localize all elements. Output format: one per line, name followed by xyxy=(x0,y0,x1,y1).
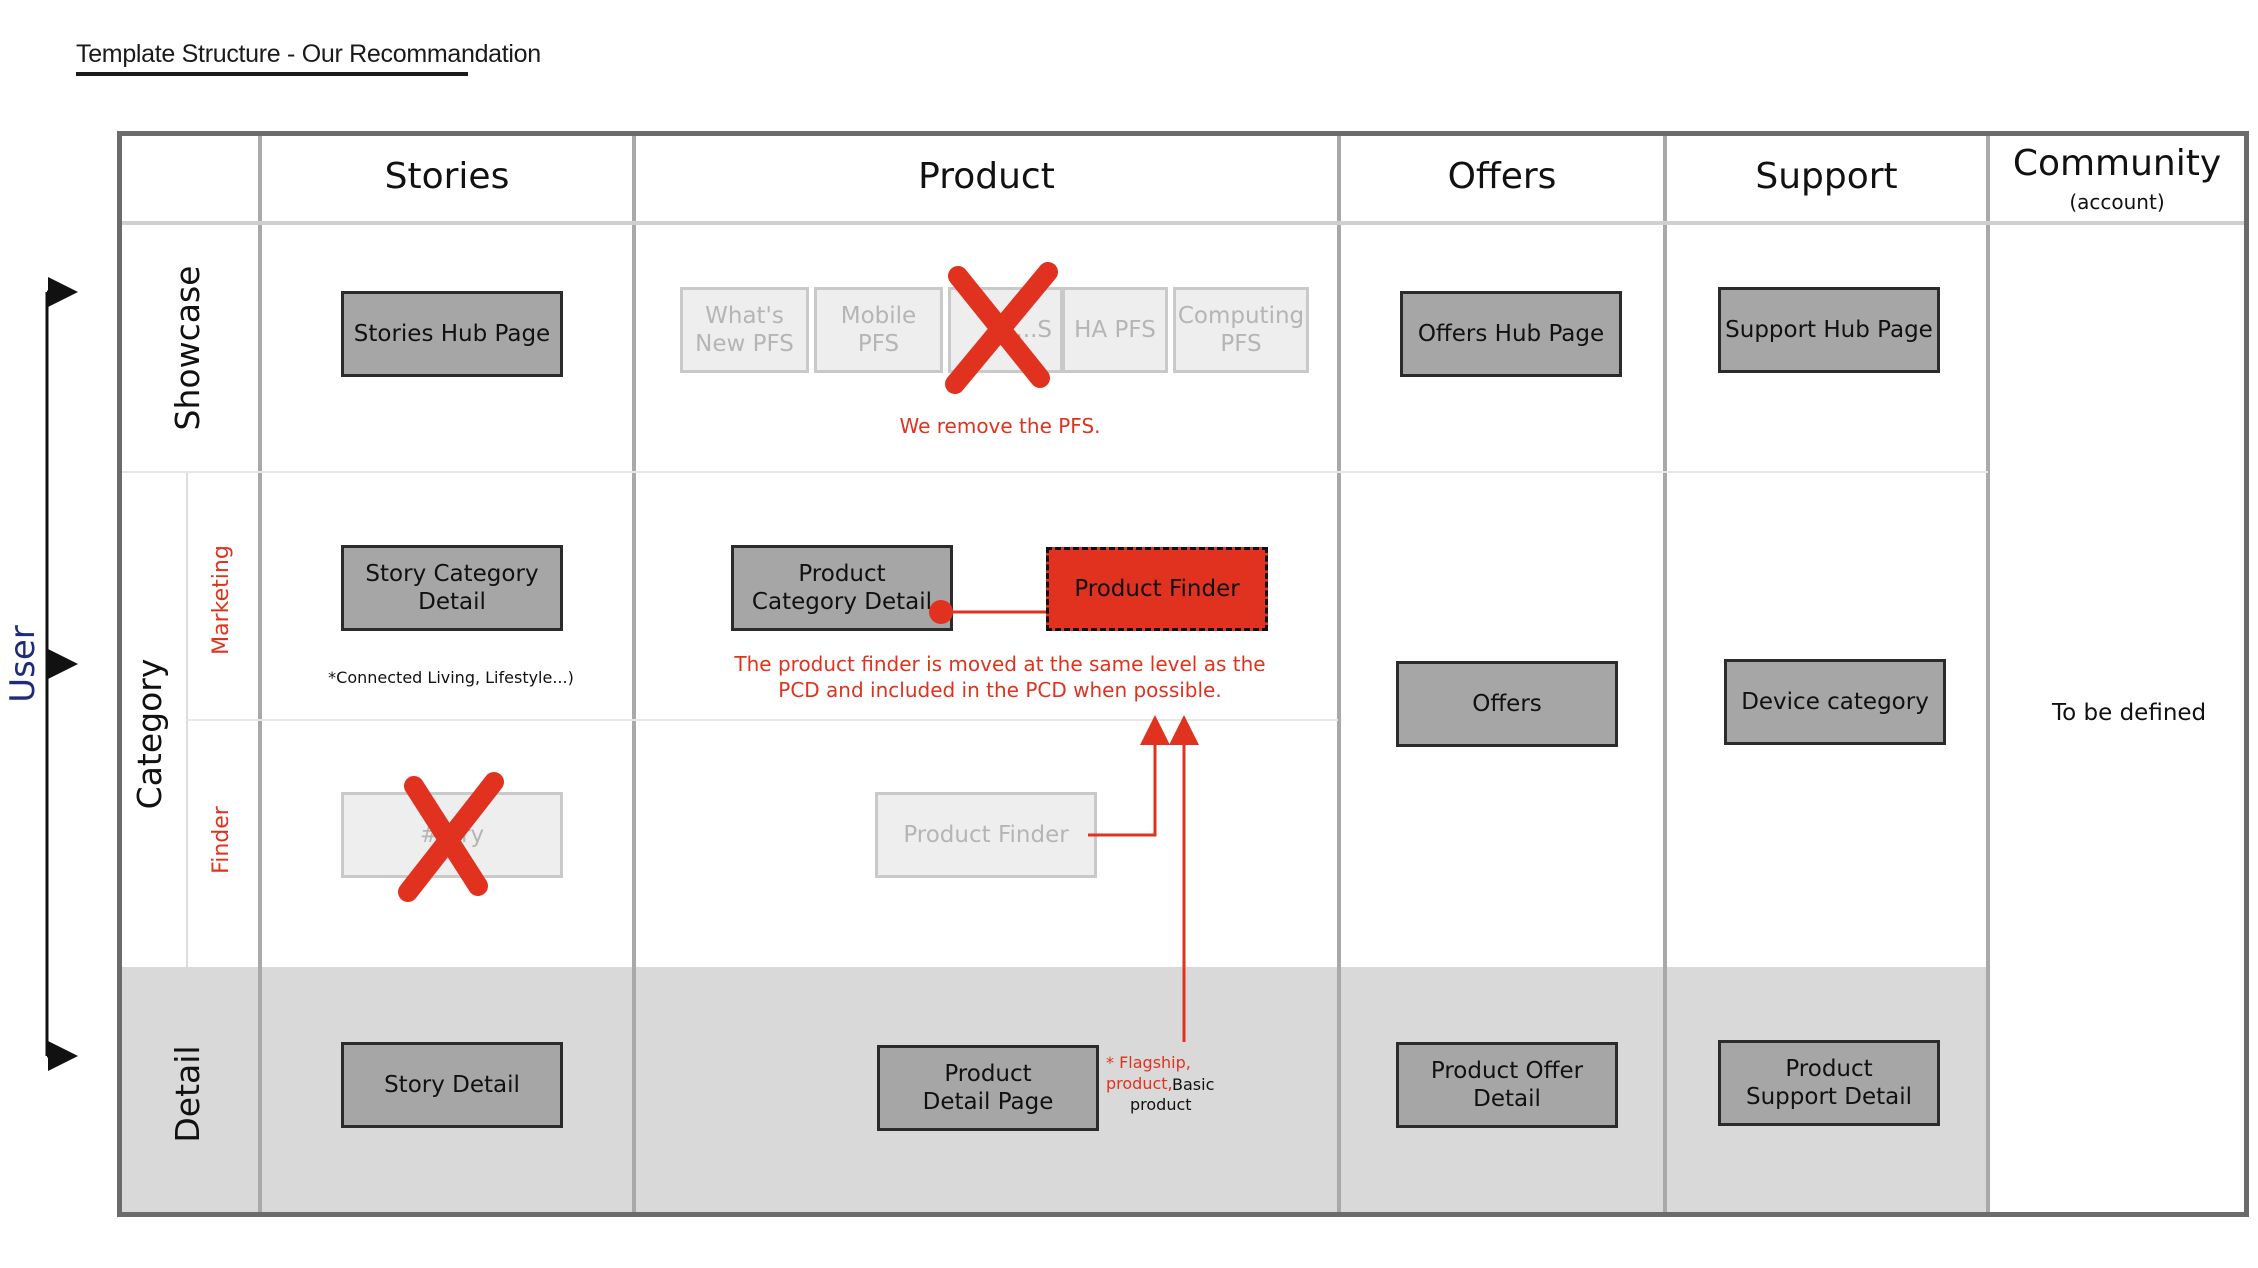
grid-line-marketing xyxy=(186,719,1338,721)
flagship-note-product: product xyxy=(1130,1095,1192,1114)
computing-pfs-box[interactable]: Computing PFS xyxy=(1173,287,1309,373)
device-category-box[interactable]: Device category xyxy=(1724,659,1946,745)
finder-moved-note-line1: The product finder is moved at the same … xyxy=(734,652,1266,676)
finder-moved-note-line2: PCD and included in the PCD when possibl… xyxy=(778,678,1222,702)
connected-living-note: *Connected Living, Lifestyle...) xyxy=(328,668,574,687)
grid-line-header xyxy=(122,221,2244,225)
grid-line-col1 xyxy=(258,136,262,1212)
column-header-community: Community xyxy=(2012,143,2222,184)
offers-hub-page-box[interactable]: Offers Hub Page xyxy=(1400,291,1622,377)
grid-line-col2 xyxy=(632,136,636,1212)
flagship-note-basic: Basic xyxy=(1172,1075,1215,1094)
grid-line-col5 xyxy=(1986,136,1990,1212)
story-detail-box[interactable]: Story Detail xyxy=(341,1042,563,1128)
flagship-note-red: * Flagship, product, xyxy=(1106,1053,1191,1093)
user-axis-bracket xyxy=(45,277,78,1071)
column-header-offers: Offers xyxy=(1447,156,1557,197)
story-category-detail-box[interactable]: Story Category Detail xyxy=(341,545,563,631)
offers-box[interactable]: Offers xyxy=(1396,661,1618,747)
column-header-product: Product xyxy=(918,156,1055,197)
pcd-finder-connector xyxy=(929,600,1046,624)
mobile-pfs-box[interactable]: Mobile PFS xyxy=(814,287,943,373)
cross-icon-story-finder xyxy=(398,772,504,902)
support-hub-page-box[interactable]: Support Hub Page xyxy=(1718,287,1940,373)
stories-hub-page-box[interactable]: Stories Hub Page xyxy=(341,291,563,377)
grid-line-showcase xyxy=(122,471,1988,473)
grid-frame xyxy=(117,131,2249,1217)
column-subheader-community: (account) xyxy=(2069,190,2165,214)
finder-move-arrow xyxy=(1088,715,1170,837)
to-be-defined-text: To be defined xyxy=(2052,700,2207,726)
ha-pfs-box[interactable]: HA PFS xyxy=(1062,287,1168,373)
product-category-detail-box[interactable]: Product Category Detail xyxy=(731,545,953,631)
whats-new-pfs-box[interactable]: What's New PFS xyxy=(680,287,809,373)
product-offer-detail-box[interactable]: Product Offer Detail xyxy=(1396,1042,1618,1128)
grid-line-col4 xyxy=(1663,136,1667,1212)
grid-line-col3 xyxy=(1337,136,1341,1212)
column-header-support: Support xyxy=(1755,156,1898,197)
product-detail-page-box[interactable]: Product Detail Page xyxy=(877,1045,1099,1131)
product-finder-box[interactable]: Product Finder xyxy=(1046,547,1268,631)
title-underline xyxy=(76,72,468,76)
column-header-stories: Stories xyxy=(384,156,510,197)
product-support-detail-box[interactable]: Product Support Detail xyxy=(1718,1040,1940,1126)
remove-pfs-note: We remove the PFS. xyxy=(899,414,1101,438)
cross-icon-pfs xyxy=(945,262,1058,394)
page-title: Template Structure - Our Recommandation xyxy=(76,40,541,68)
